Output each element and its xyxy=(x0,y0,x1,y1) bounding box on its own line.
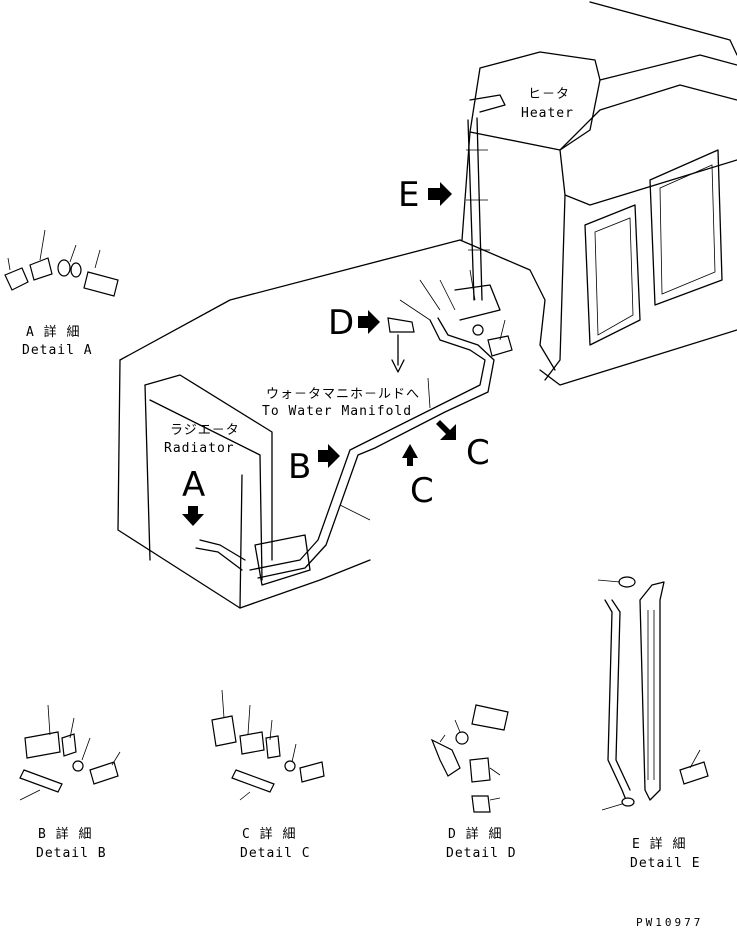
cab-outline xyxy=(459,1,737,386)
detail-c-title-jp: C 詳 細 xyxy=(242,826,296,842)
water-hose xyxy=(195,317,495,586)
manifold-label-en: To Water Manifold xyxy=(262,404,412,419)
callout-c1-letter: C xyxy=(466,433,490,473)
detail-b-title-en: Detail B xyxy=(36,846,107,861)
detail-e-title-en: Detail E xyxy=(630,856,701,871)
detail-a-title-en: Detail A xyxy=(22,343,93,358)
manifold-label-jp: ウォ－タマニホ－ルドへ xyxy=(266,387,420,402)
callout-arrow-d xyxy=(358,310,380,334)
detail-a-parts xyxy=(4,229,119,297)
detail-d-title-jp: D 詳 細 xyxy=(448,826,502,842)
callout-b-letter: B xyxy=(288,447,311,487)
callout-a-letter: A xyxy=(182,465,205,505)
drawing-code: PW10977 xyxy=(636,916,703,929)
detail-c-title-en: Detail C xyxy=(240,846,311,861)
d-fittings xyxy=(387,269,513,373)
detail-d-title-en: Detail D xyxy=(446,846,517,861)
detail-b-parts xyxy=(19,704,121,801)
callout-arrow-a xyxy=(182,506,204,526)
callout-d-letter: D xyxy=(328,303,354,343)
callout-c2-letter: C xyxy=(410,471,434,511)
detail-c-parts xyxy=(211,689,325,801)
callout-arrow-c2 xyxy=(402,444,418,466)
heater-label-en: Heater xyxy=(521,106,574,121)
radiator-label-jp: ラジエ－タ xyxy=(170,423,240,438)
callout-e-letter: E xyxy=(398,175,419,215)
callout-arrow-e xyxy=(428,182,452,206)
detail-d-parts xyxy=(430,704,509,813)
detail-e-parts xyxy=(597,576,709,811)
radiator-outline xyxy=(117,239,461,609)
detail-b-title-jp: B 詳 細 xyxy=(38,826,92,842)
heater-hose-vertical xyxy=(454,94,506,321)
heater-label-jp: ヒ－タ xyxy=(528,87,570,102)
callout-arrow-c1 xyxy=(436,420,456,440)
radiator-label-en: Radiator xyxy=(164,441,235,456)
detail-e-title-jp: E 詳 細 xyxy=(632,836,686,852)
callout-arrow-b xyxy=(318,444,340,468)
detail-a-title-jp: A 詳 細 xyxy=(26,324,80,340)
